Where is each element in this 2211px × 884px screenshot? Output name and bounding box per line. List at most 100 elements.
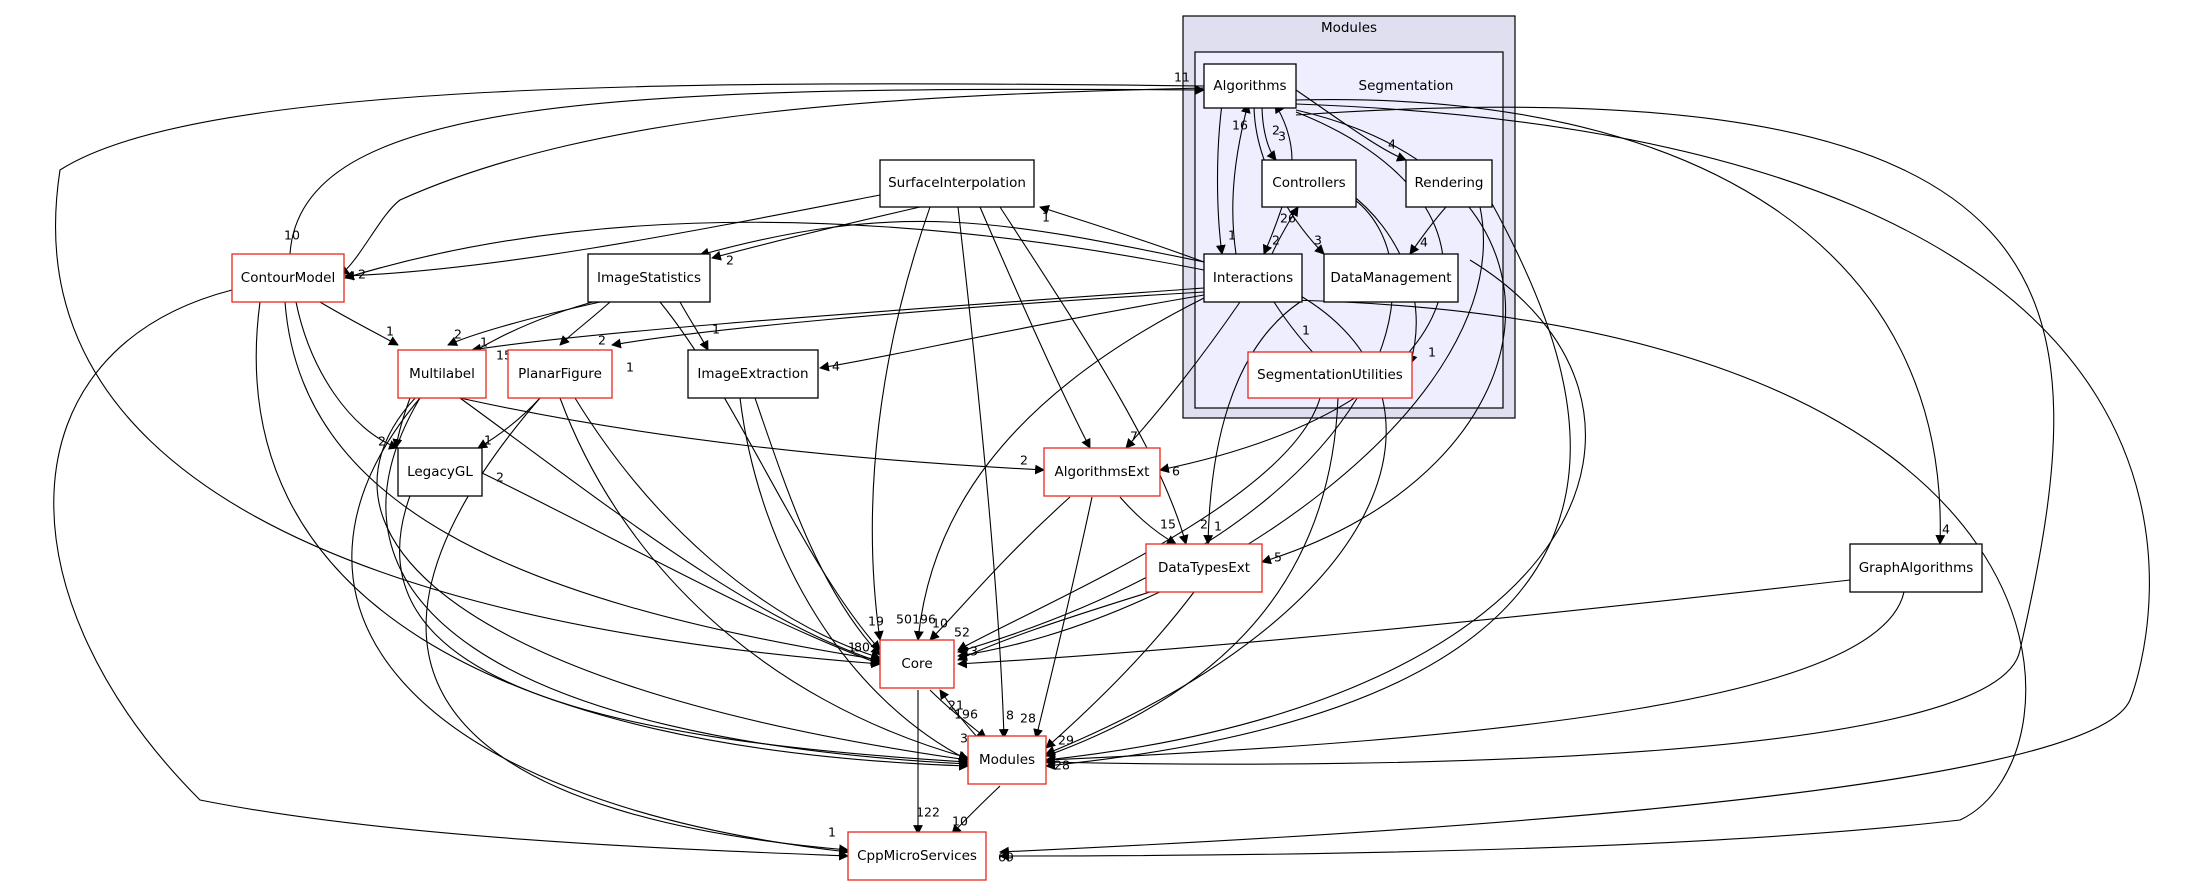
edge-label: 1: [1174, 70, 1182, 85]
edge-imageextraction-modules: [739, 397, 969, 761]
edge-surfinterp-modules: [957, 206, 1009, 739]
edge-datatypesext-core: [957, 591, 1151, 661]
node-interactions-label: Interactions: [1213, 270, 1293, 286]
edge-algorithms-core: [54, 83, 1205, 669]
edge-graphalgorithms-modules: [1045, 591, 1905, 765]
edge-controllers-interactions: [1262, 206, 1283, 255]
node-cppmicroservices-label: CppMicroServices: [857, 848, 977, 864]
node-cppmicroservices[interactable]: CppMicroServices: [847, 831, 987, 881]
edge-contourmodel-cppmicro: [53, 289, 849, 861]
node-contourmodel[interactable]: ContourModel: [231, 253, 345, 303]
edge-label: 28: [1054, 758, 1070, 773]
edge-label: 3: [1278, 129, 1286, 144]
node-multilabel[interactable]: Multilabel: [397, 349, 487, 399]
edge-graphalgorithms-core: [957, 579, 1851, 669]
edge-planarfigure-cppmicro: [425, 397, 849, 855]
edge-label: 1: [626, 360, 634, 375]
node-algorithmsext[interactable]: AlgorithmsExt: [1043, 447, 1161, 497]
edge-label: 69: [998, 850, 1014, 865]
edge-surfinterp-contourmodel: [344, 194, 881, 281]
edge-label: 50: [896, 612, 912, 627]
edge-label: 1: [848, 640, 856, 655]
edge-label: 2: [358, 267, 366, 282]
edge-label: 8: [1006, 708, 1014, 723]
node-modules-label: Modules: [979, 752, 1035, 768]
edge-label: 1: [480, 335, 488, 350]
edge-interactions-algorithmsext: [1125, 301, 1241, 449]
edge-imagestats-planarfigure: [559, 301, 611, 346]
edges: [53, 83, 2150, 861]
edge-interactions-cppmicro: [999, 299, 2027, 861]
edge-label: 4: [1388, 137, 1396, 152]
edge-algorithmsext-datatypesext: [1119, 496, 1177, 545]
edge-interactions-imagestats: [699, 220, 1205, 263]
edge-label: 122: [916, 805, 940, 820]
node-interactions[interactable]: Interactions: [1203, 253, 1303, 303]
node-segmentationutilities-label: SegmentationUtilities: [1257, 367, 1403, 383]
node-core-label: Core: [901, 656, 932, 672]
edge-labels: 1 16 2 3 4 4 1 26 2 3 1 1 1 1 10 2 1 2 1…: [284, 70, 1950, 865]
node-imagestatistics[interactable]: ImageStatistics: [587, 253, 711, 303]
node-algorithms[interactable]: Algorithms: [1203, 63, 1297, 109]
node-imageextraction-label: ImageExtraction: [697, 366, 808, 382]
edge-label: 2: [1272, 123, 1280, 138]
edge-label: 4: [1420, 235, 1428, 250]
edge-label: 4: [832, 359, 840, 374]
edge-label: 3: [1314, 233, 1322, 248]
edge-multilabel-cppmicro: [351, 397, 849, 856]
edge-label: 19: [868, 614, 884, 629]
edge-label: 196: [954, 707, 978, 722]
node-controllers[interactable]: Controllers: [1261, 159, 1357, 208]
node-datatypesext-label: DataTypesExt: [1158, 560, 1250, 576]
node-datamanagement[interactable]: DataManagement: [1323, 253, 1459, 303]
node-legacygl[interactable]: LegacyGL: [397, 447, 483, 497]
node-core[interactable]: Core: [879, 639, 955, 689]
edge-algorithms-contourmodel: [339, 87, 1205, 276]
node-datatypesext[interactable]: DataTypesExt: [1145, 543, 1263, 593]
nodes: Algorithms Controllers Rendering Interac…: [231, 63, 1983, 881]
edge-surfinterp-datatypesext: [999, 206, 1189, 545]
edge-label: 1: [1042, 210, 1050, 225]
edge-planarfigure-core: [574, 397, 881, 661]
node-planarfigure-label: PlanarFigure: [518, 366, 602, 382]
edge-algorithms-controllers: [1261, 103, 1277, 161]
node-surfaceinterpolation-label: SurfaceInterpolation: [888, 175, 1026, 191]
node-rendering[interactable]: Rendering: [1405, 159, 1493, 208]
node-modules[interactable]: Modules: [967, 735, 1047, 785]
edge-imagestats-imageextraction: [679, 301, 709, 351]
edge-imageextraction-core: [754, 397, 881, 656]
node-surfaceinterpolation[interactable]: SurfaceInterpolation: [879, 159, 1035, 208]
edge-label: 52: [954, 625, 970, 640]
cluster-segmentation-label: Segmentation: [1359, 78, 1454, 94]
edge-label: 7: [1130, 429, 1138, 444]
edge-label: 2: [598, 333, 606, 348]
edge-label: 1: [1228, 228, 1236, 243]
node-graphalgorithms-label: GraphAlgorithms: [1859, 560, 1974, 576]
edge-multilabel-core: [459, 397, 881, 664]
edge-surfinterp-core: [871, 206, 931, 641]
edge-interactions-contourmodel: [344, 221, 1205, 281]
node-imageextraction[interactable]: ImageExtraction: [687, 349, 819, 399]
edge-label: 6: [1172, 464, 1180, 479]
edge-label: 21: [948, 698, 964, 713]
node-graphalgorithms[interactable]: GraphAlgorithms: [1849, 543, 1983, 593]
edge-interactions-planarfigure: [611, 291, 1205, 349]
node-planarfigure[interactable]: PlanarFigure: [507, 349, 613, 399]
edge-contourmodel-core: [284, 301, 881, 664]
edge-label: 2: [1020, 453, 1028, 468]
edge-algorithms-cppmicro: [999, 103, 2150, 857]
edge-label: 1: [828, 825, 836, 840]
edge-planarfigure-modules: [559, 397, 969, 761]
edge-imagestats-multilabel: [447, 301, 601, 346]
edge-surfinterp-imagestats: [711, 206, 921, 261]
edge-label: 1: [1302, 323, 1310, 338]
edge-algorithmsext-modules: [1033, 496, 1093, 739]
edge-interactions-core: [913, 297, 1205, 641]
edge-label: 15: [1160, 517, 1176, 532]
node-legacygl-label: LegacyGL: [407, 464, 473, 480]
node-rendering-label: Rendering: [1415, 175, 1484, 191]
edge-interactions-controllers: [1271, 206, 1299, 255]
node-segmentationutilities[interactable]: SegmentationUtilities: [1247, 351, 1413, 399]
edge-segutil-modules: [1045, 397, 1339, 758]
